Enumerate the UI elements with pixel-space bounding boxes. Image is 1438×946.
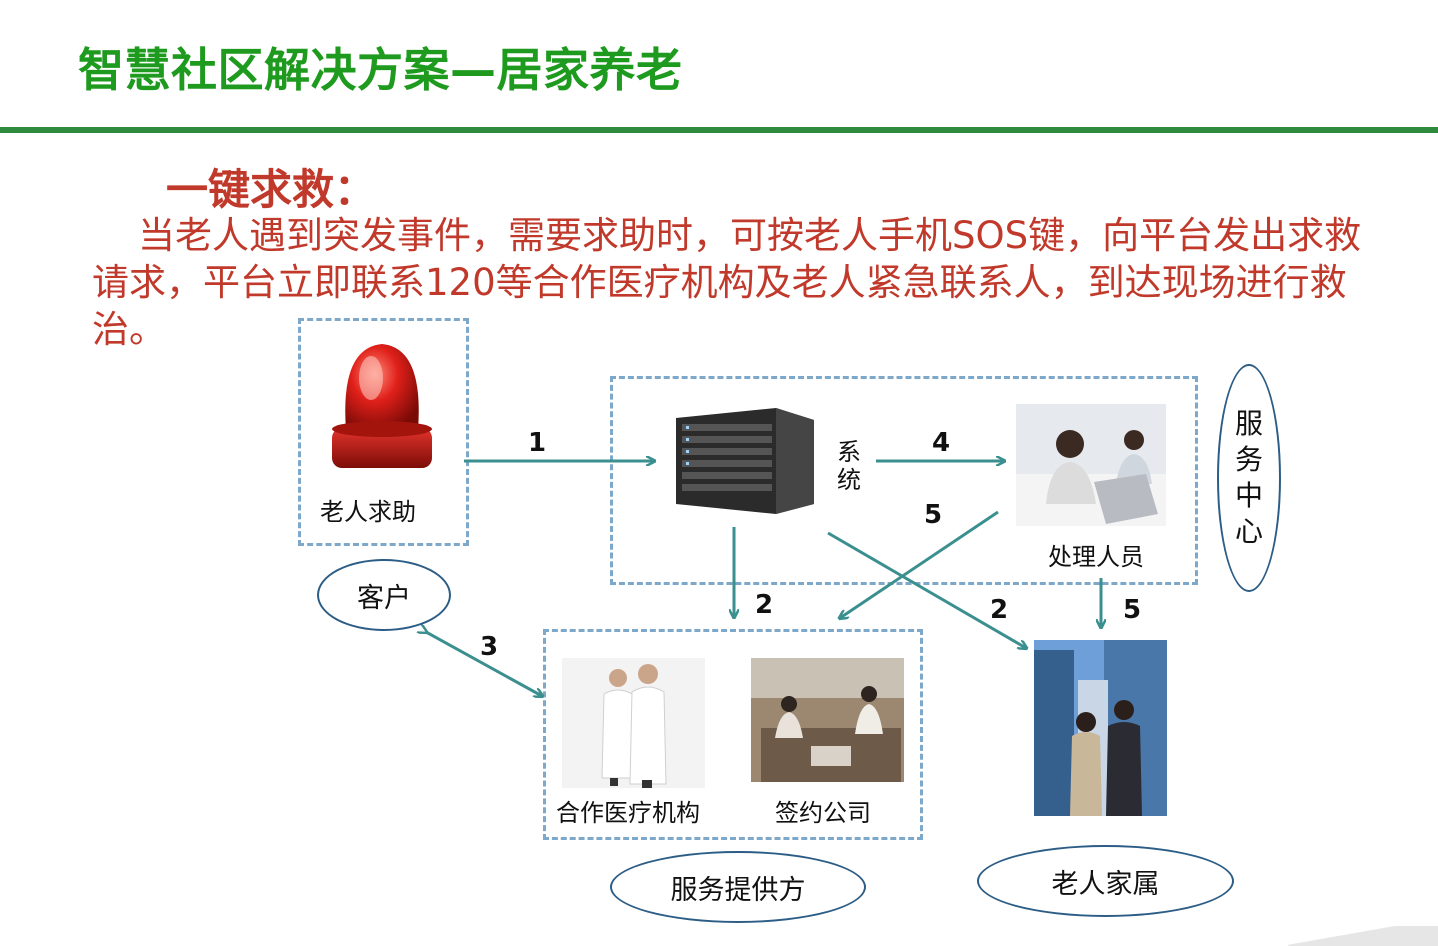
provider-group-box [543, 629, 923, 840]
step-2-number-a: 2 [755, 590, 774, 620]
system-label: 系统 [836, 438, 862, 494]
customer-oval: 客户 [317, 559, 451, 631]
doctors-icon [562, 658, 705, 788]
alarm-label: 老人求助 [320, 498, 416, 526]
step-5-number-a: 5 [924, 500, 943, 530]
corner-decoration [1288, 926, 1438, 946]
family-oval: 老人家属 [977, 845, 1234, 917]
arrow-system-to-family [827, 531, 1026, 648]
step-2-number-b: 2 [990, 595, 1009, 625]
customer-label: 客户 [357, 582, 411, 614]
section-heading: 一键求救： [166, 165, 377, 214]
office-workers-icon [751, 658, 904, 782]
provider-label: 服务提供方 [670, 874, 806, 906]
provider-oval: 服务提供方 [610, 851, 866, 923]
system-label-text: 系统 [837, 438, 861, 494]
arrow-step-3 [426, 632, 542, 696]
step-4-number: 4 [932, 428, 951, 458]
medical-label: 合作医疗机构 [556, 799, 700, 827]
server-rack-icon [676, 408, 814, 514]
family-label: 老人家属 [1051, 868, 1160, 900]
call-center-staff-icon [1016, 404, 1166, 526]
page-title: 智慧社区解决方案—居家养老 [78, 43, 683, 97]
section-paragraph: 当老人遇到突发事件，需要求助时，可按老人手机SOS键，向平台发出求救请求，平台立… [92, 212, 1382, 353]
alarm-siren-icon [326, 338, 438, 478]
family-icon [1034, 640, 1167, 816]
step-3-number: 3 [480, 632, 499, 662]
step-5-number-b: 5 [1123, 595, 1142, 625]
customer-group-box [298, 318, 469, 546]
arrow-handler-to-provider [840, 510, 999, 618]
paragraph-text: 当老人遇到突发事件，需要求助时，可按老人手机SOS键，向平台发出求救请求，平台立… [92, 214, 1362, 351]
title-divider [0, 127, 1438, 133]
platform-group-box [610, 376, 1198, 585]
step-1-number: 1 [528, 428, 547, 458]
contract-label: 签约公司 [775, 799, 871, 827]
handler-label: 处理人员 [1048, 543, 1144, 571]
service-center-oval: 服务中心 [1217, 364, 1281, 592]
service-center-label: 服务中心 [1235, 407, 1264, 548]
